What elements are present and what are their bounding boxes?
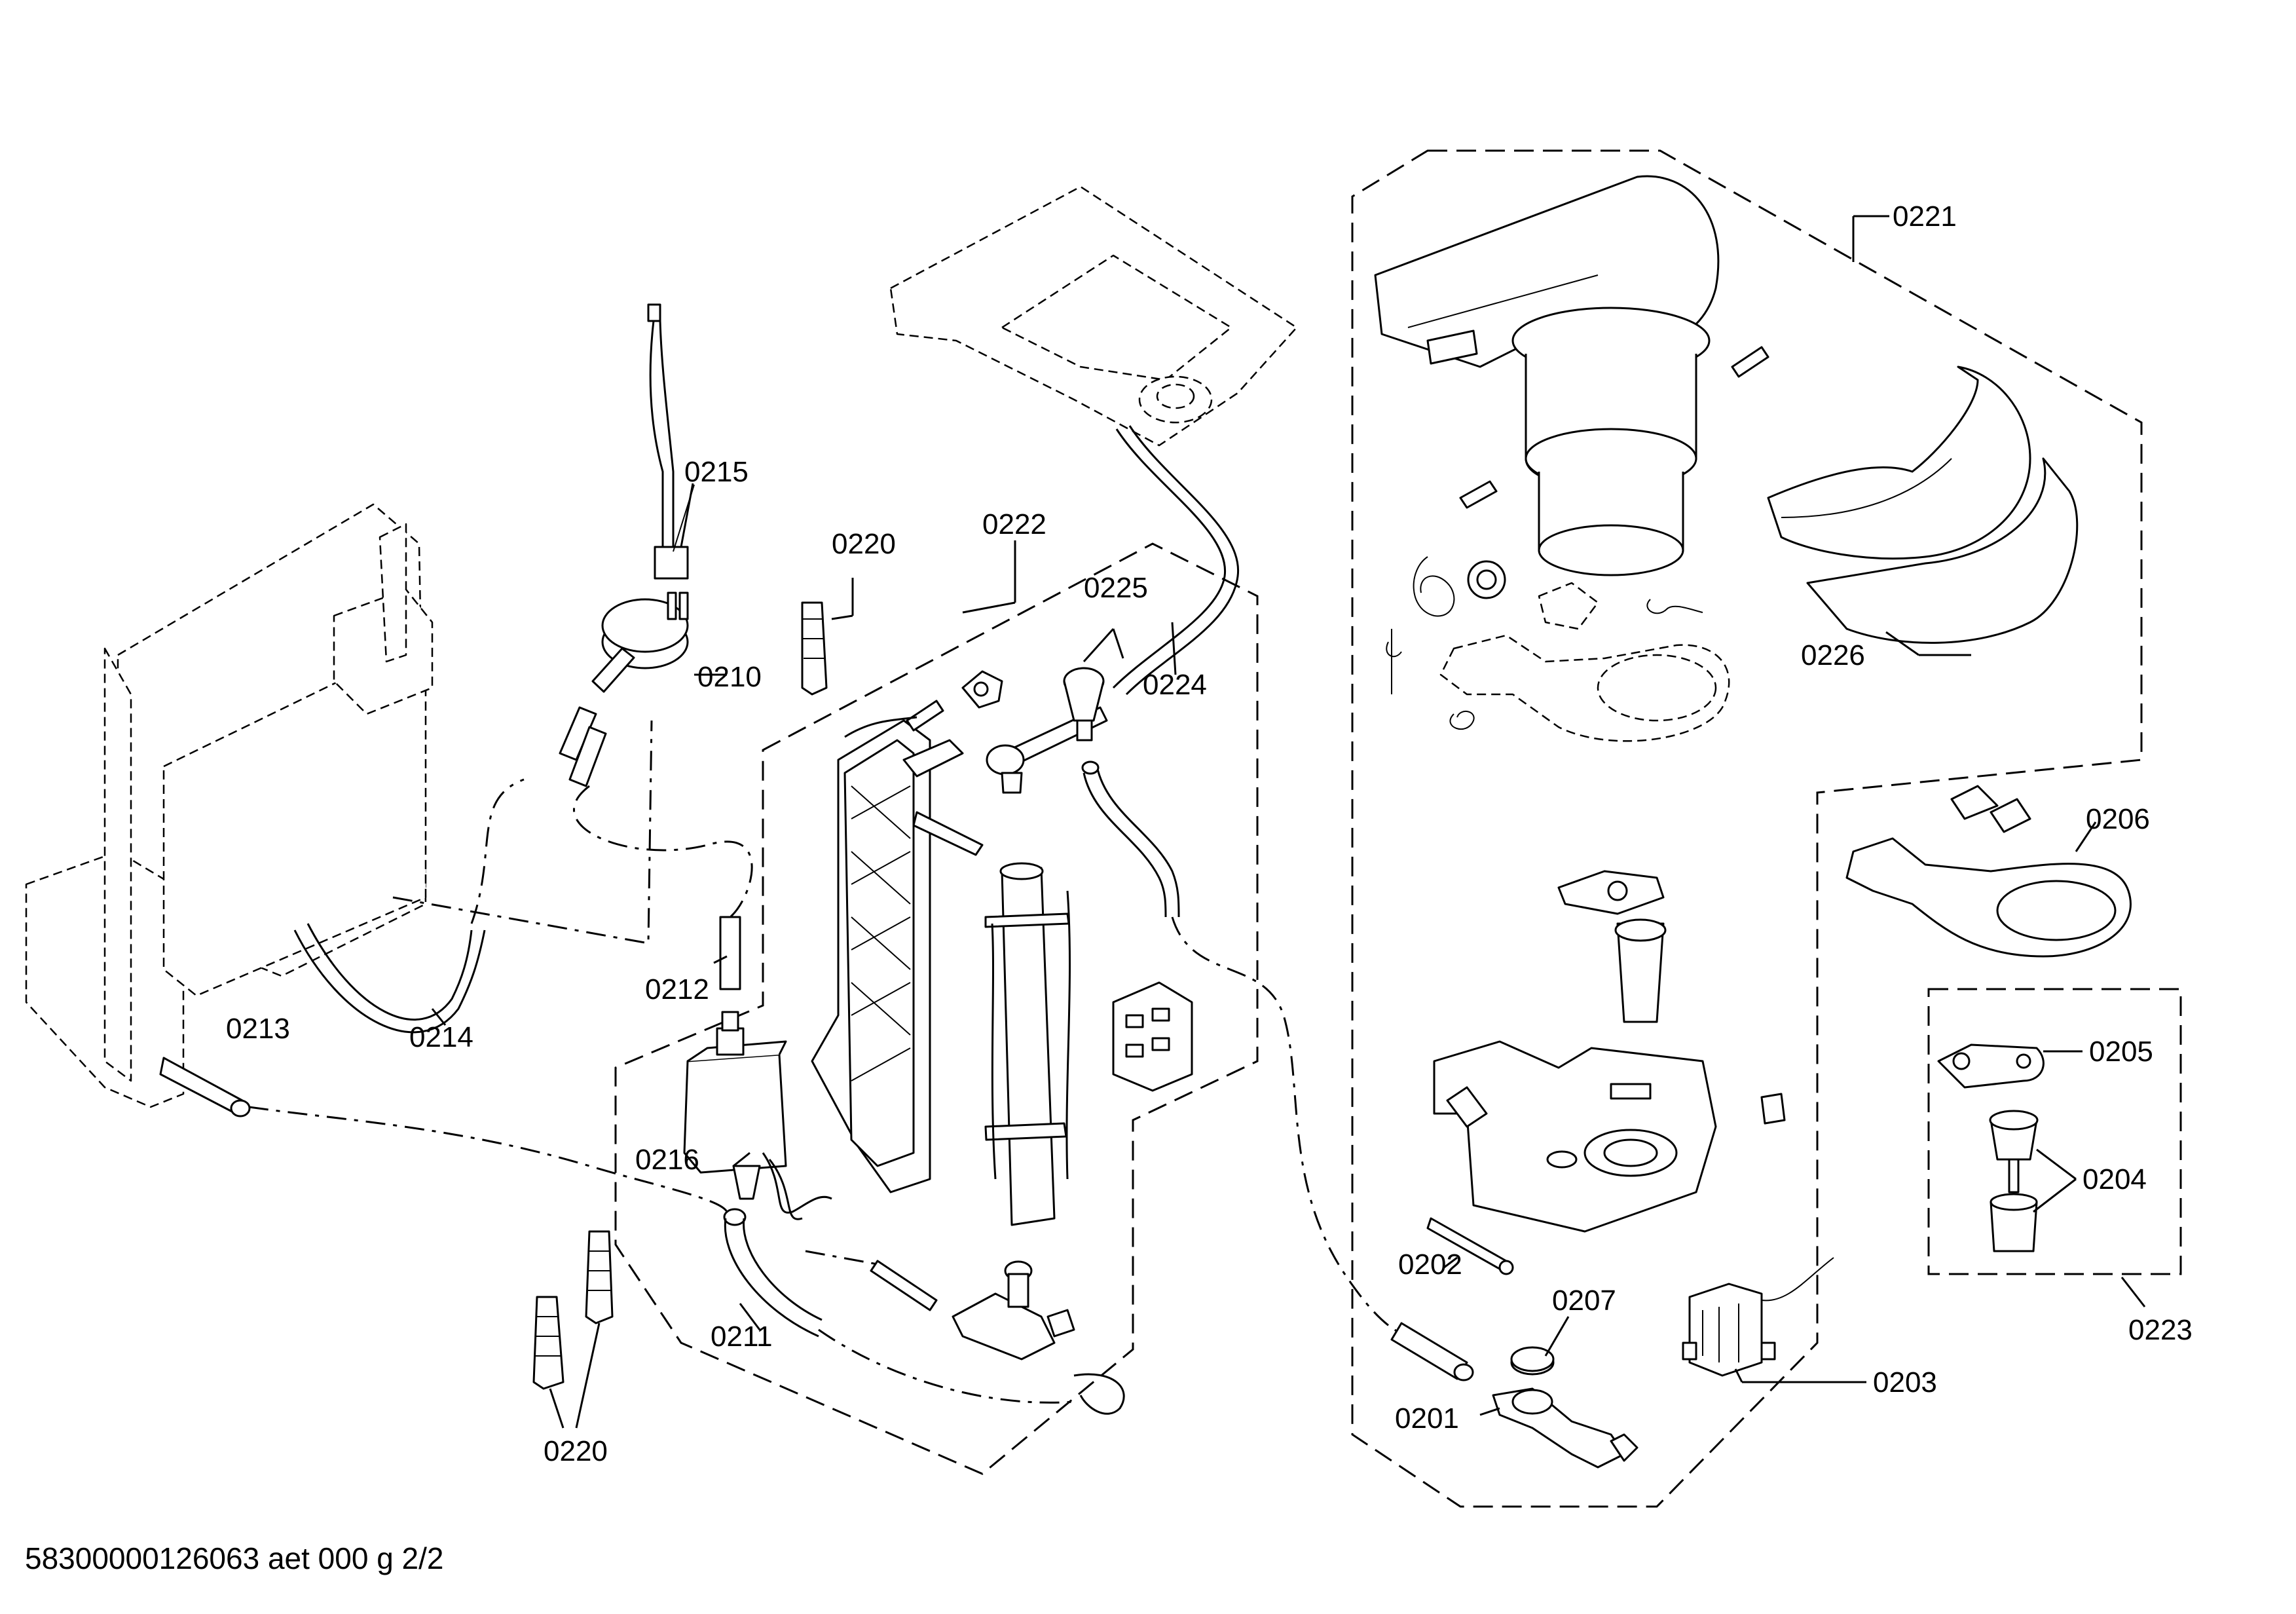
hoses-0212-0214 [293, 706, 753, 1034]
part-0221-lid [1374, 175, 1769, 576]
label-0203: 0203 [1873, 1366, 1937, 1398]
temperature-sensor [844, 700, 944, 738]
label-0210: 0210 [697, 661, 762, 693]
group-0223-boundary [1927, 988, 2182, 1275]
label-0206: 0206 [2086, 803, 2150, 835]
label-0211: 0211 [711, 1321, 773, 1353]
valve-0201-group [1492, 1387, 1639, 1469]
part-0226-cover [1767, 366, 2079, 644]
label-0214: 0214 [409, 1021, 473, 1053]
lever-arm [1439, 582, 1730, 742]
group-0221-boundary [1351, 149, 2143, 1508]
part-0206-bracket [1845, 785, 2132, 958]
part-0204-plunger [1989, 1110, 2039, 1252]
brew-unit-lower [1433, 870, 1786, 1233]
part-0225-t-fitting [986, 667, 1108, 794]
part-0221-pins [1386, 480, 1703, 730]
part-0224-hose [1081, 425, 1409, 1338]
label-0220-top: 0220 [832, 528, 896, 560]
label-0221: 0221 [1893, 200, 1957, 233]
part-0211-hose [723, 1208, 1125, 1415]
label-0202: 0202 [1398, 1248, 1462, 1281]
terminal-block [1112, 981, 1193, 1092]
part-0216-pump [683, 1011, 832, 1220]
part-0210-flow-meter [591, 591, 689, 693]
label-0222: 0222 [982, 508, 1046, 540]
top-tray-outline [889, 185, 1298, 447]
part-0205-lever [1937, 1043, 2045, 1089]
bracket-frame [811, 719, 984, 1193]
frame-outline [25, 503, 434, 1108]
part-0220-hose-end-top [801, 601, 828, 696]
label-0213: 0213 [226, 1013, 290, 1045]
document-id: 58300000126063 aet 000 g 2/2 [25, 1541, 444, 1575]
label-0215: 0215 [684, 456, 749, 488]
label-0224: 0224 [1143, 669, 1207, 701]
leader-lines [431, 215, 2146, 1429]
part-0215-wire-harness [647, 303, 695, 580]
part-0201-pipe [1390, 1322, 1474, 1381]
part-labels: 0215 0210 0220 0222 0225 0224 0212 0213 … [226, 200, 2193, 1467]
part-0203-switch [1682, 1257, 1834, 1377]
part-0207-seal [1510, 1346, 1555, 1376]
label-0201: 0201 [1395, 1402, 1459, 1435]
part-0213-pipe [159, 1057, 728, 1212]
valve-fitting [952, 1260, 1075, 1361]
part-0202-key [1426, 1217, 1514, 1275]
label-0204: 0204 [2083, 1163, 2147, 1195]
label-0225: 0225 [1084, 572, 1148, 604]
label-0212: 0212 [645, 973, 709, 1005]
label-0226: 0226 [1801, 639, 1865, 671]
heater-tube [984, 862, 1071, 1226]
label-0220-bottom: 0220 [544, 1435, 608, 1467]
label-0216: 0216 [635, 1144, 699, 1176]
label-0207: 0207 [1552, 1285, 1616, 1317]
part-0220-hose-ends-bottom [532, 1230, 614, 1390]
group-0222-boundary [614, 542, 1259, 1475]
small-nut [961, 670, 1003, 709]
label-0223: 0223 [2128, 1314, 2193, 1346]
label-0205: 0205 [2089, 1036, 2153, 1068]
